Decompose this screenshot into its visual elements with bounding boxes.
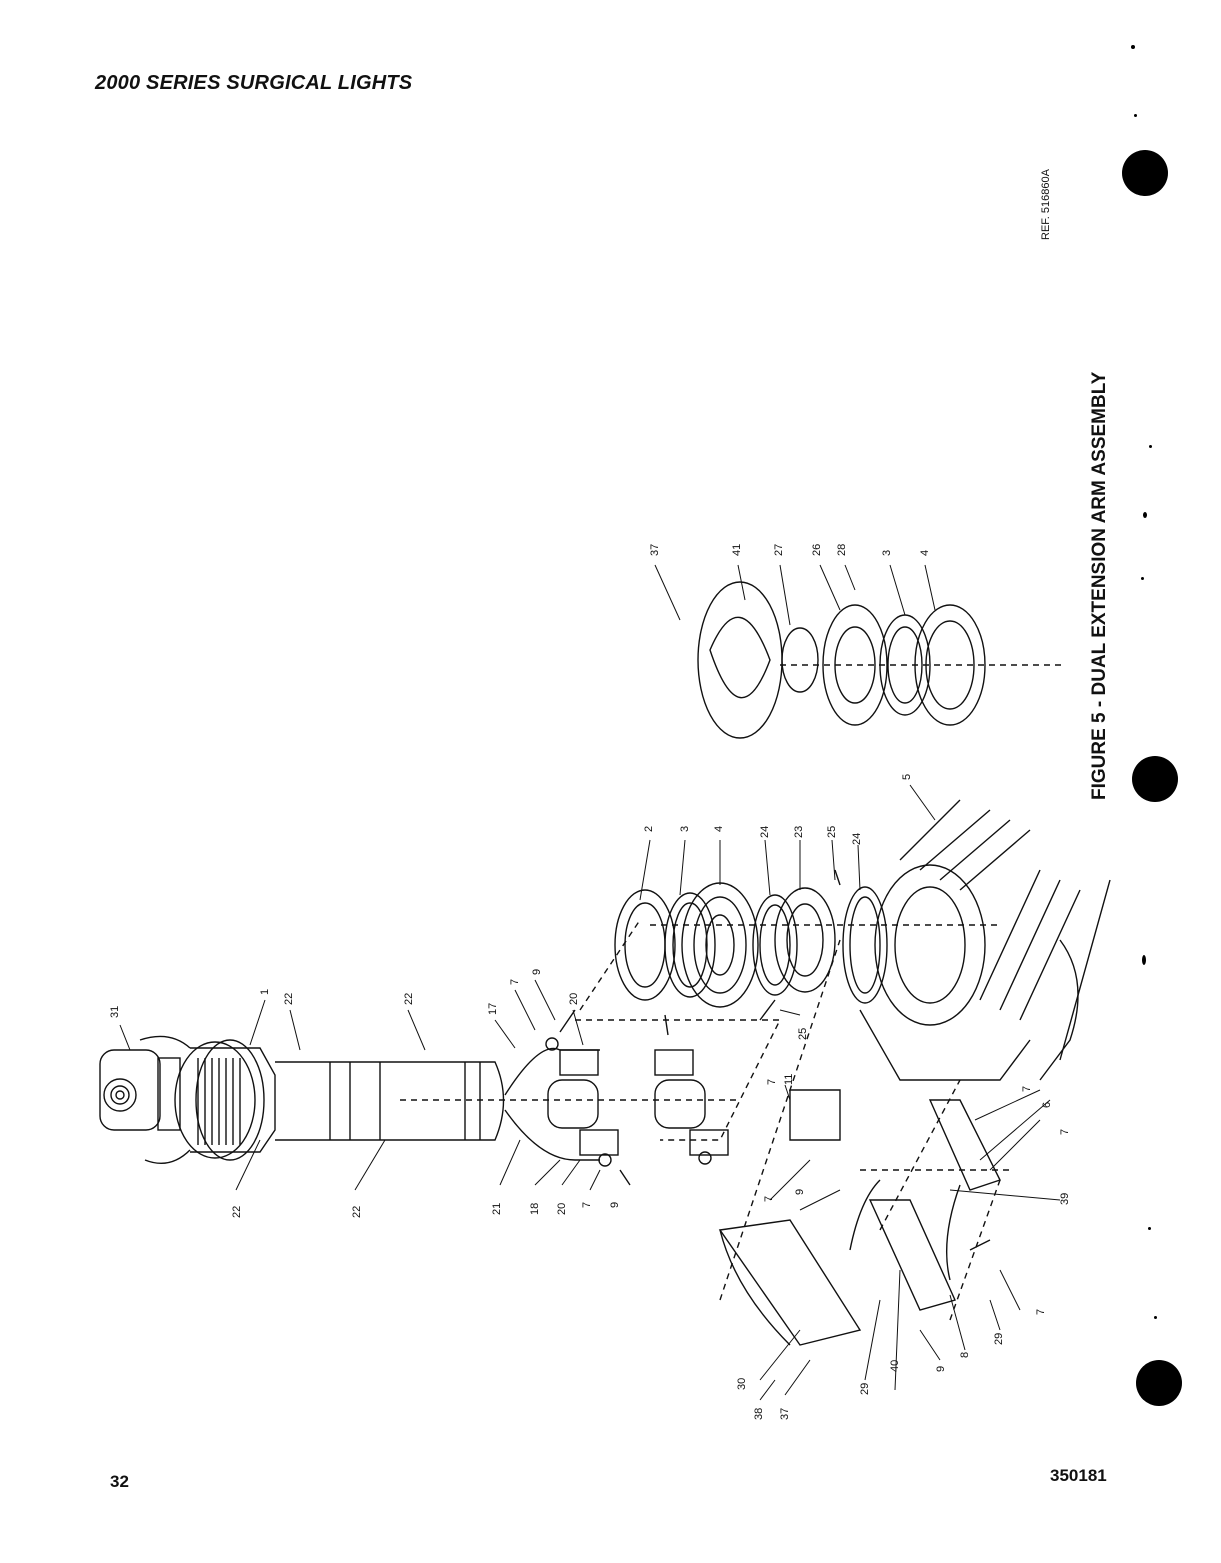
callout-label: 4: [713, 826, 725, 832]
callout-label: 9: [794, 1189, 806, 1195]
callout-label: 4: [919, 550, 931, 556]
callout-label: 22: [283, 993, 295, 1005]
callout-label: 37: [779, 1408, 791, 1420]
callout-label: 3: [881, 550, 893, 556]
callout-label: 28: [836, 544, 848, 556]
callout-label: 39: [1059, 1193, 1071, 1205]
callout-label: 20: [556, 1203, 568, 1215]
callout-label: 7: [509, 979, 521, 985]
callout-label: 26: [811, 544, 823, 556]
callout-label: 7: [766, 1079, 778, 1085]
callout-label: 29: [993, 1333, 1005, 1345]
callout-label: 21: [491, 1203, 503, 1215]
callout-label: 3: [679, 826, 691, 832]
callout-label: 22: [403, 993, 415, 1005]
callout-label: 7: [1021, 1086, 1033, 1092]
callout-label: 9: [531, 969, 543, 975]
mounting-brackets: [720, 1090, 1000, 1345]
callout-label: 6: [1041, 1102, 1053, 1108]
callout-label: 25: [797, 1028, 809, 1040]
callout-label: 7: [581, 1202, 593, 1208]
callout-label: 22: [231, 1206, 243, 1218]
callout-label: 17: [487, 1003, 499, 1015]
callout-label: 38: [753, 1408, 765, 1420]
callout-label: 2: [643, 826, 655, 832]
callout-label: 31: [109, 1006, 121, 1018]
callout-label: 25: [826, 826, 838, 838]
callout-label: 29: [859, 1383, 871, 1395]
callout-label: 11: [783, 1074, 795, 1085]
callout-label: 27: [773, 544, 785, 556]
callout-label: 9: [609, 1202, 621, 1208]
column-shaft: [100, 1036, 504, 1163]
callout-label: 24: [759, 826, 771, 838]
callout-label: 7: [1059, 1129, 1071, 1135]
callout-label: 22: [351, 1206, 363, 1218]
callout-label: 24: [851, 833, 863, 845]
end-cap-assembly: [698, 582, 1065, 738]
callout-label: 5: [901, 774, 913, 780]
callout-label: 41: [731, 544, 743, 556]
callout-label: 40: [889, 1360, 901, 1372]
callout-label: 23: [793, 826, 805, 838]
callout-label: 18: [529, 1203, 541, 1215]
callout-label: 20: [568, 993, 580, 1005]
callout-label: 7: [763, 1196, 775, 1202]
callout-label: 7: [1035, 1309, 1047, 1315]
callout-label: 8: [959, 1352, 971, 1358]
clamp-blocks: [546, 1010, 728, 1185]
callout-label: 1: [259, 989, 271, 995]
callout-label: 9: [935, 1366, 947, 1372]
callout-label: 37: [649, 544, 661, 556]
callout-label: 30: [736, 1378, 748, 1390]
